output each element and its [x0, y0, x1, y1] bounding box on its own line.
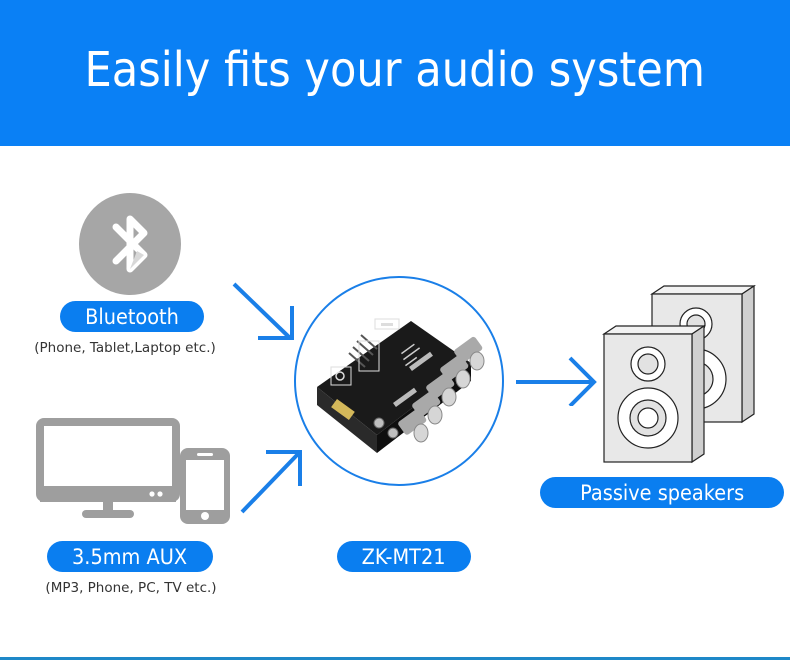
aux-description: (MP3, Phone, PC, TV etc.)	[45, 580, 217, 596]
arrow-right-icon	[516, 356, 597, 406]
bluetooth-description: (Phone, Tablet,Laptop etc.)	[34, 340, 216, 356]
passive-speakers-label: Passive speakers	[540, 477, 784, 508]
header-banner: Easily fits your audio system	[0, 0, 790, 146]
bottom-divider	[0, 657, 790, 660]
device-model-label: ZK-MT21	[337, 541, 471, 572]
monitor-and-phone-icon	[36, 418, 230, 524]
bluetooth-icon	[79, 193, 181, 295]
aux-label: 3.5mm AUX	[47, 541, 213, 572]
arrow-down-right-icon	[232, 282, 294, 340]
amplifier-board-image	[294, 276, 504, 486]
page-title: Easily fits your audio system	[84, 42, 706, 98]
bluetooth-label: Bluetooth	[60, 301, 204, 332]
speakers-icon	[602, 284, 756, 464]
arrow-up-right-icon	[240, 450, 302, 514]
